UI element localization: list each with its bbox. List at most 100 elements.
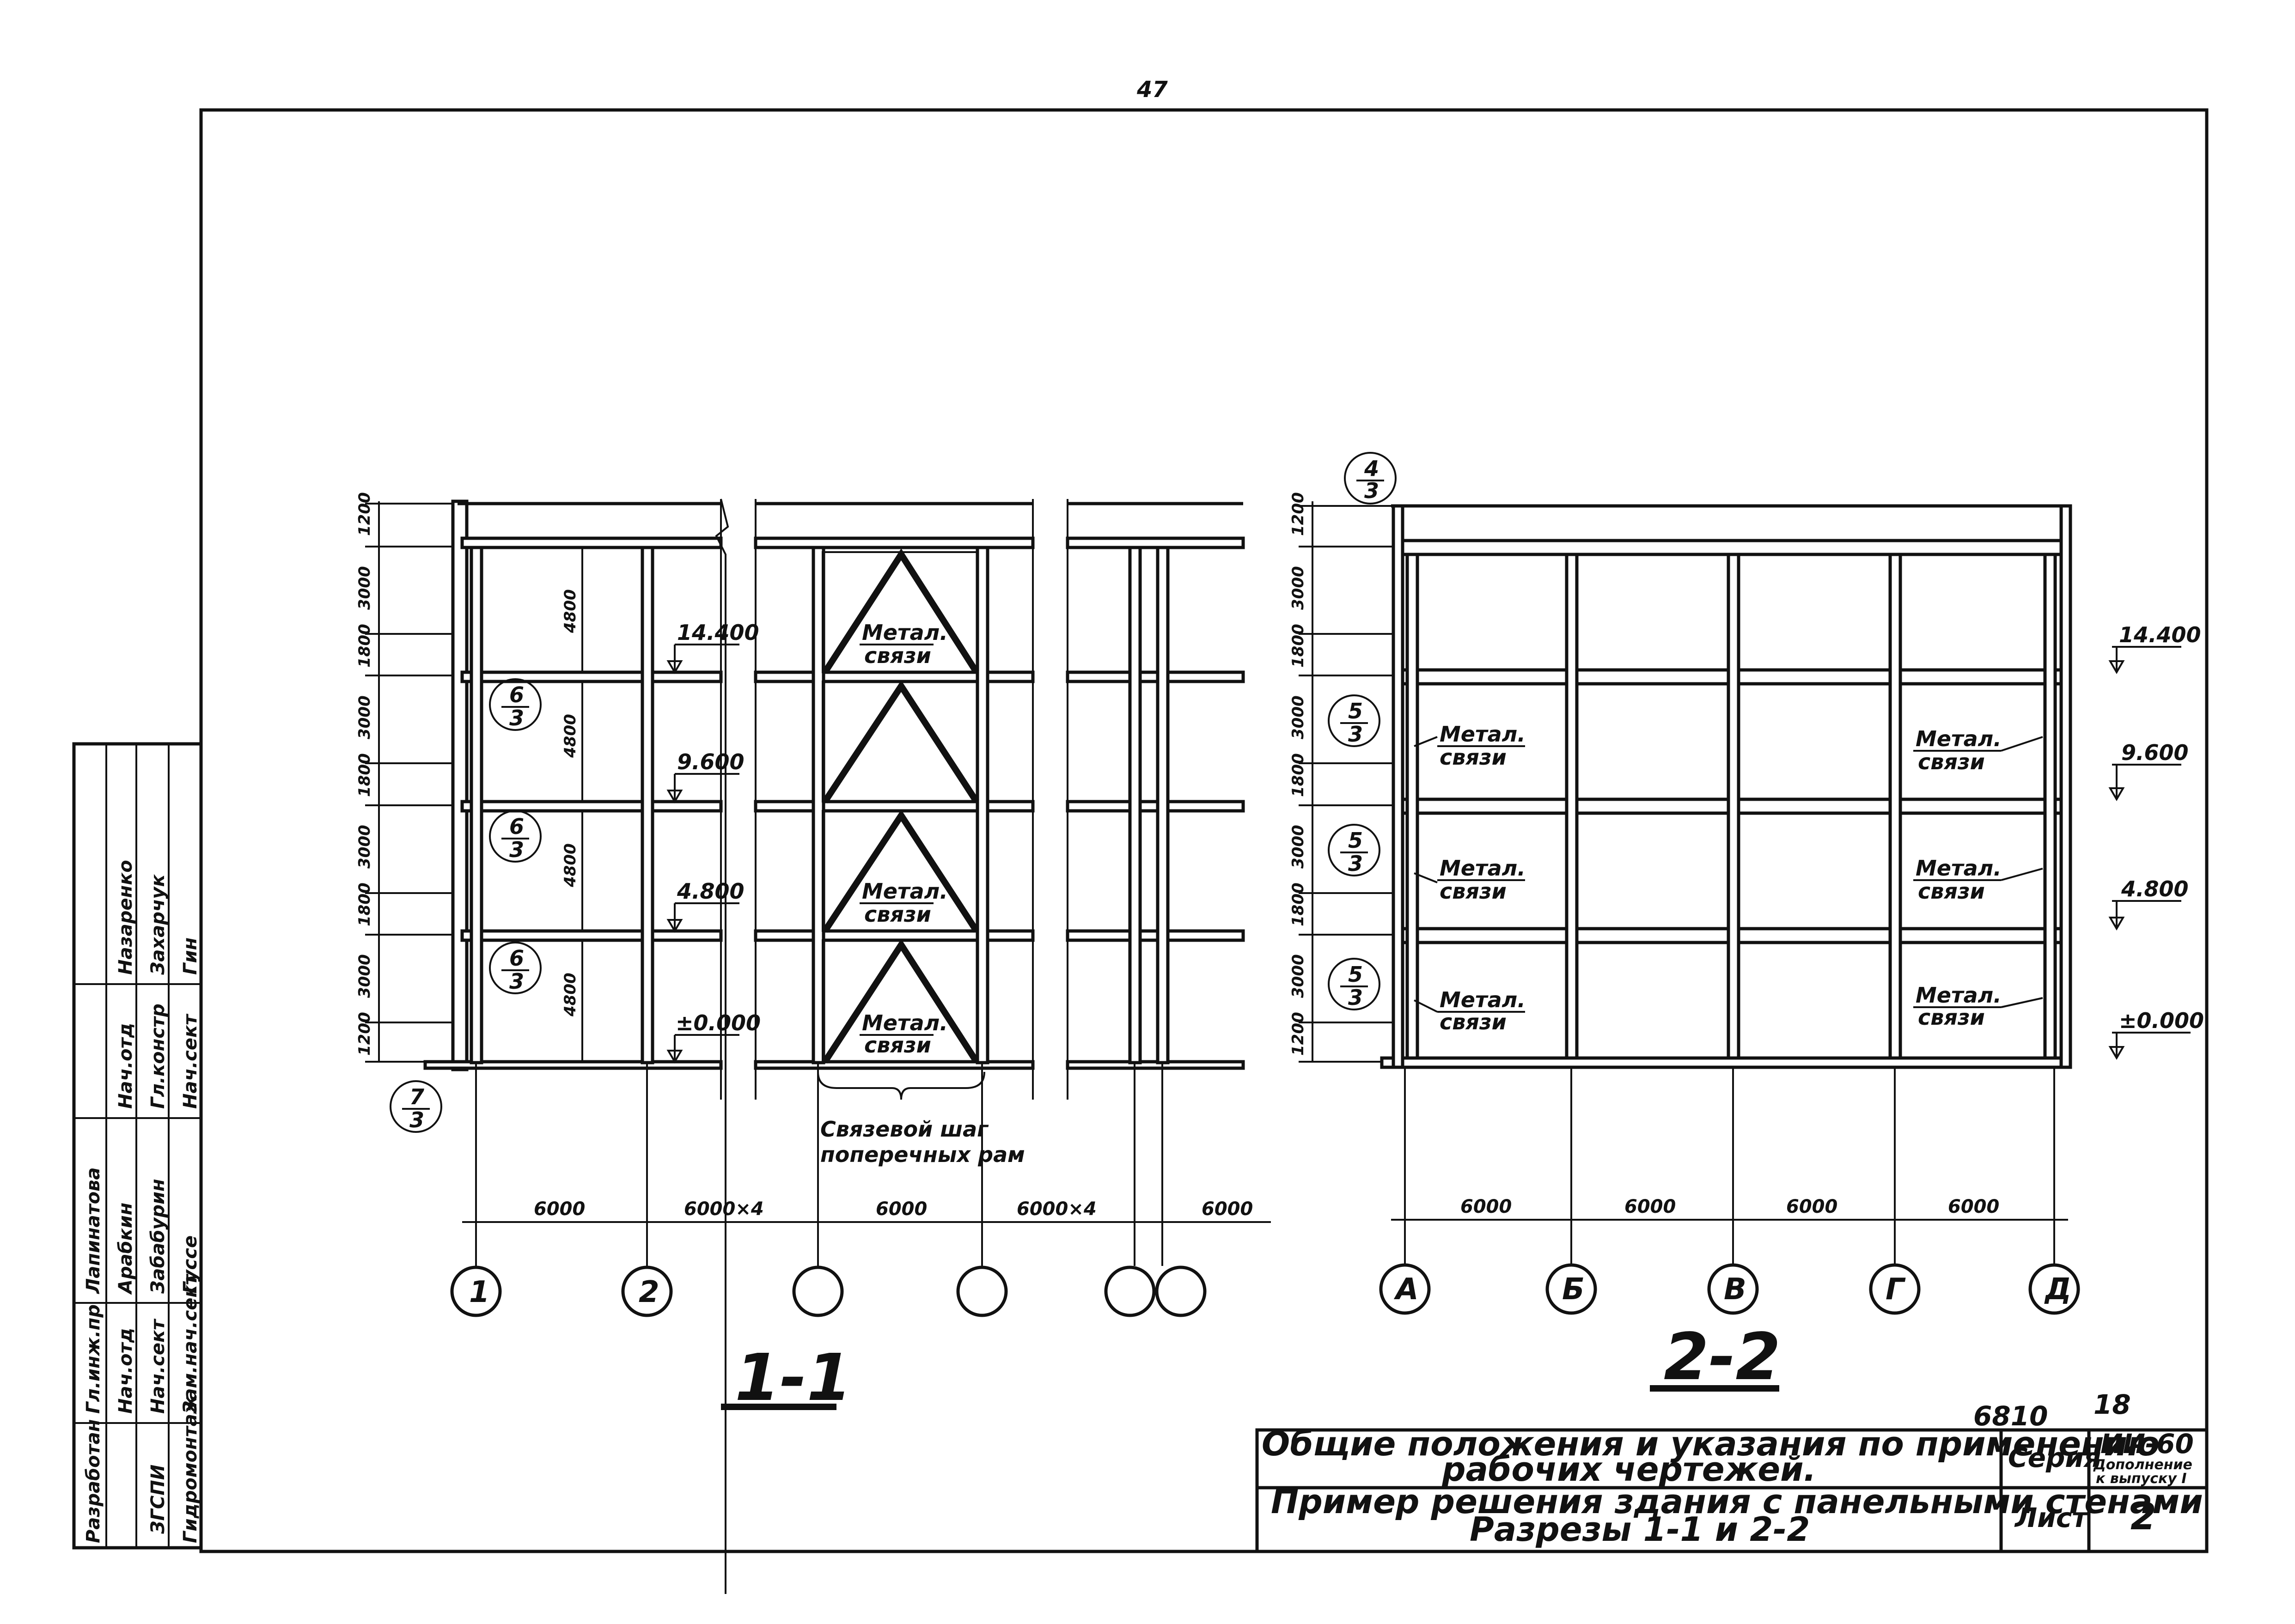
stamp-line-2: Нач.отд [115, 1328, 136, 1414]
storey-height-4: 4800 [561, 973, 580, 1017]
svg-text:5: 5 [1348, 962, 1363, 987]
svg-text:Метал.: Метал. [1440, 856, 1526, 881]
bay-dim-22-1: 6000 [1460, 1196, 1512, 1217]
svg-text:связи: связи [864, 1033, 931, 1058]
section-1-1: 1200 3000 1800 3000 1800 3000 1800 3000 … [355, 492, 1271, 1594]
stamp-name-4: Гуссе [180, 1235, 201, 1294]
brace-step-note-1: Связевой шаг [820, 1117, 989, 1142]
svg-text:связи: связи [1440, 879, 1507, 904]
svg-text:связи: связи [864, 643, 931, 668]
svg-text:Д: Д [2044, 1272, 2071, 1307]
svg-text:14.400: 14.400 [677, 620, 759, 645]
svg-text:4.800: 4.800 [2121, 876, 2189, 901]
vdim-22-9: 1200 [1289, 1012, 1307, 1056]
bay-dim-2: 6000×4 [684, 1198, 764, 1220]
svg-text:Метал.: Метал. [1440, 987, 1526, 1012]
stamp-name-1: Лапинатова [83, 1168, 104, 1294]
bracing-22-5: Метал. связи [1414, 987, 1526, 1034]
axis-bubble-2: 2 [621, 1265, 673, 1317]
series-note-2: к выпуску I [2096, 1471, 2187, 1487]
stamp-line-4: Зам.нач.сект [180, 1273, 201, 1414]
level-9600-2-2: 9.600 [2108, 740, 2189, 801]
vdim-3: 1800 [355, 624, 374, 668]
sheet-label: Лист [2014, 1502, 2089, 1533]
svg-text:3: 3 [1348, 722, 1363, 747]
subtitle-line-1: Пример решения здания с панельными стена… [1271, 1482, 2203, 1521]
node-ref-1: 6 3 [489, 678, 542, 731]
level-4800-2-2: 4.800 [2108, 876, 2189, 931]
bay-dim-22-4: 6000 [1948, 1196, 1999, 1217]
series-note-1: Дополнение [2093, 1457, 2192, 1473]
svg-text:1: 1 [469, 1275, 490, 1309]
section-title-2-2: 2-2 [1664, 1320, 1781, 1395]
level-14400-2-2: 14.400 [2108, 622, 2201, 674]
svg-text:±0.000: ±0.000 [2119, 1008, 2204, 1033]
bracing-label-1: Метал. связи [860, 620, 948, 668]
level-0-1-1: ±0.000 [666, 1010, 761, 1064]
bay-dim-22-3: 6000 [1786, 1196, 1837, 1217]
svg-text:Метал.: Метал. [1916, 856, 2002, 881]
stamp-name-3: Забабурин [147, 1179, 169, 1294]
sheet-code: 6810 [1973, 1400, 2048, 1432]
section-2-2: 4 3 1200 3000 1800 3000 1800 3000 1800 3… [1289, 452, 2204, 1395]
vdim-22-3: 1800 [1289, 624, 1307, 668]
svg-text:Метал.: Метал. [1440, 722, 1526, 747]
node-ref-22-3: 5 3 [1328, 958, 1380, 1010]
page-number: 47 [1136, 77, 1168, 103]
svg-text:5: 5 [1348, 828, 1363, 853]
svg-text:±0.000: ±0.000 [676, 1010, 761, 1035]
vdim-2: 3000 [355, 566, 374, 610]
stamp-line-6: Гл.констр [147, 1004, 169, 1109]
vdim-22-5: 1800 [1289, 753, 1307, 797]
side-stamp: ЗГСПИ Разработан Гидромонтаж Гл.инж.пр Н… [72, 742, 203, 1550]
svg-text:3: 3 [1364, 478, 1379, 503]
svg-text:связи: связи [864, 902, 931, 927]
svg-text:3: 3 [1348, 985, 1363, 1010]
bracing-22-6: Метал. связи [1913, 983, 2043, 1030]
svg-text:6: 6 [509, 682, 524, 707]
level-9600-1-1: 9.600 [666, 749, 745, 803]
svg-text:7: 7 [409, 1084, 424, 1109]
vdim-22-4: 3000 [1289, 695, 1307, 739]
axis-bubble-A: А [1379, 1263, 1431, 1315]
svg-text:Метал.: Метал. [1916, 726, 2002, 751]
svg-text:5: 5 [1348, 699, 1363, 724]
stamp-line-1: Гл.инж.пр [83, 1304, 104, 1414]
bracing-22-4: Метал. связи [1913, 856, 2043, 904]
sheet-code-2: 18 [2094, 1389, 2131, 1420]
vdim-8: 3000 [355, 954, 374, 998]
axis-bubble-D: Д [2028, 1263, 2080, 1315]
sheet-value: 2 [2130, 1495, 2156, 1538]
svg-text:связи: связи [1918, 749, 1985, 774]
svg-text:3: 3 [509, 706, 524, 730]
vdim-9: 1200 [355, 1012, 374, 1056]
node-ref-2: 6 3 [489, 810, 542, 863]
svg-text:6: 6 [509, 946, 524, 971]
level-4800-1-1: 4.800 [666, 879, 745, 933]
subtitle-line-2: Разрезы 1-1 и 2-2 [1470, 1510, 1810, 1549]
bracing-1-1 [822, 548, 979, 1064]
stamp-name-7: Гин [180, 937, 201, 975]
svg-text:Метал.: Метал. [862, 620, 948, 645]
svg-text:Метал.: Метал. [1916, 983, 2002, 1008]
svg-text:3: 3 [509, 837, 524, 862]
stamp-org: ЗГСПИ [147, 1465, 169, 1534]
svg-text:Г: Г [1886, 1272, 1906, 1307]
bracing-label-3: Метал. связи [860, 1010, 948, 1058]
vdim-4: 3000 [355, 695, 374, 739]
stamp-line-5: Нач.отд [115, 1023, 136, 1109]
stamp-line-7: Нач.сект [180, 1013, 201, 1109]
bay-dim-4: 6000×4 [1017, 1198, 1097, 1220]
svg-text:3: 3 [409, 1107, 424, 1132]
svg-text:связи: связи [1440, 745, 1507, 770]
node-ref-22-2: 5 3 [1328, 824, 1380, 876]
svg-text:3: 3 [1348, 851, 1363, 876]
vdim-5: 1800 [355, 753, 374, 797]
stamp-name-5: Назаренко [115, 860, 136, 975]
svg-text:связи: связи [1440, 1010, 1507, 1034]
node-ref-22-1: 5 3 [1328, 694, 1380, 747]
top-ref-2-2: 4 3 [1344, 452, 1397, 505]
bracing-22-2: Метал. связи [1913, 726, 2043, 774]
svg-text:Метал.: Метал. [862, 1010, 948, 1035]
